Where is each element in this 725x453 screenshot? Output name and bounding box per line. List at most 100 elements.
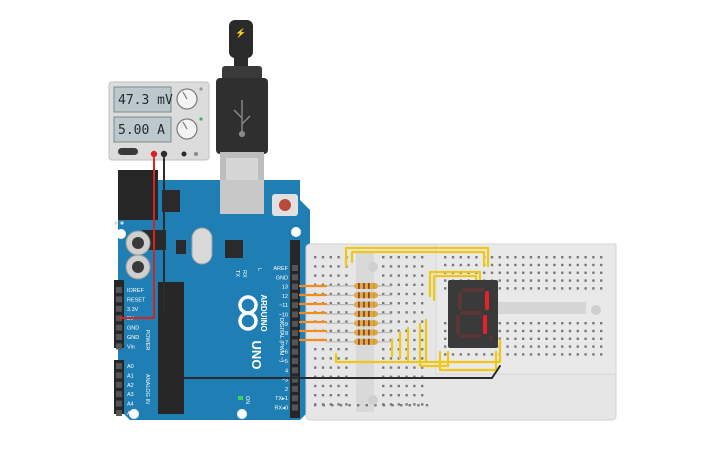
digital-pin-label: ~3 — [282, 378, 288, 384]
digital-pin-label: GND — [276, 275, 288, 281]
power-pin-label: 3.3V — [127, 307, 139, 313]
header-pin[interactable] — [292, 358, 298, 364]
segment-f — [458, 291, 462, 310]
header-pin[interactable] — [116, 305, 122, 312]
header-pin[interactable] — [116, 363, 122, 369]
header-pin[interactable] — [116, 381, 122, 388]
header-pin[interactable] — [292, 339, 298, 346]
yellow-wires[interactable] — [334, 246, 502, 372]
header-pin[interactable] — [292, 320, 298, 327]
header-pin[interactable] — [116, 343, 122, 350]
digital-pin-label: AREF — [273, 266, 288, 272]
header-pin[interactable] — [292, 283, 298, 290]
power-pin-label: GND — [127, 326, 139, 332]
resistor[interactable] — [354, 310, 378, 317]
resistor-array[interactable] — [326, 283, 392, 345]
resistor[interactable] — [354, 329, 378, 336]
header-pin[interactable] — [292, 376, 298, 383]
power-pin-labels: IOREF RESET 3.3V 5V GND GND Vin — [116, 287, 146, 350]
reset-button[interactable] — [279, 199, 291, 211]
header-pin[interactable] — [116, 296, 122, 303]
seven-segment-digit — [456, 288, 493, 340]
segment-g — [460, 311, 482, 315]
model-label: UNO — [249, 341, 264, 370]
segment-c — [483, 315, 487, 334]
header-pin[interactable] — [116, 334, 122, 340]
resistor[interactable] — [354, 320, 378, 327]
header-pin[interactable] — [292, 367, 298, 374]
header-pin[interactable] — [292, 292, 298, 299]
resistor[interactable] — [354, 292, 378, 299]
header-pin[interactable] — [292, 395, 298, 402]
arduino-uno-board[interactable]: ARDUINO UNO DIGITAL (PWM ~) ANALOG IN PO… — [114, 170, 310, 420]
header-pin[interactable] — [116, 372, 122, 379]
tx-label: TX — [234, 270, 240, 277]
power-pin-label: RESET — [127, 297, 146, 303]
analog-pin-label: A0 — [127, 364, 134, 370]
header-pin[interactable] — [116, 315, 122, 322]
digital-pin-label: TX▸1 — [275, 396, 288, 402]
header-pin[interactable] — [292, 348, 298, 355]
digital-pin-label: RX◂0 — [275, 406, 288, 412]
header-pin[interactable] — [116, 287, 122, 293]
digital-pin-label: ~6 — [282, 350, 288, 356]
power-header — [114, 280, 124, 348]
analog-pin-label: A4 — [127, 402, 134, 408]
ground-wire-board[interactable] — [183, 365, 501, 379]
digital-pin-label: ~11 — [279, 303, 288, 309]
digital-header — [290, 240, 300, 418]
header-pin[interactable] — [116, 324, 122, 331]
digital-pin-label: 12 — [282, 294, 288, 300]
analog-pin-label: A1 — [127, 373, 134, 379]
usb-cable[interactable]: ⚡ — [216, 20, 268, 204]
wires[interactable] — [119, 157, 502, 379]
arduino-logo-icon — [238, 295, 258, 331]
power-supply[interactable]: 47.3 mV 5.00 A — [108, 81, 210, 161]
digital-pin-label: 8 — [285, 331, 288, 337]
header-pin[interactable] — [292, 265, 298, 271]
analog-pin-label: A3 — [127, 392, 134, 398]
power-switch[interactable] — [118, 148, 138, 155]
header-pin[interactable] — [292, 385, 298, 392]
header-pin[interactable] — [292, 274, 298, 281]
seven-segment-display[interactable]: 1 — [0, 0, 498, 348]
usb-bolt-icon: ⚡ — [235, 27, 246, 39]
negative-terminal[interactable] — [160, 150, 168, 158]
resistor[interactable] — [354, 301, 378, 308]
header-pin[interactable] — [292, 302, 298, 309]
current-display: 5.00 A — [118, 123, 165, 138]
power-pin-label: 5V — [127, 316, 134, 322]
digital-pin-label: ~10 — [279, 313, 288, 319]
orange-wires[interactable] — [298, 284, 328, 342]
power-wire-red[interactable] — [119, 157, 155, 319]
brand-label: ARDUINO — [259, 294, 268, 331]
header-pin[interactable] — [116, 391, 122, 398]
header-pin[interactable] — [292, 404, 298, 411]
power-pin-label: IOREF — [127, 288, 144, 294]
l-led-label: L — [256, 268, 262, 271]
on-label: ON — [244, 396, 250, 404]
dc-power-jack — [118, 170, 158, 220]
header-pin[interactable] — [292, 311, 298, 318]
segment-e — [456, 315, 460, 334]
atmega-chip — [158, 282, 184, 414]
usb-port — [220, 180, 264, 214]
resistor[interactable] — [354, 338, 378, 345]
segment-b — [485, 291, 489, 310]
header-pin[interactable] — [116, 400, 122, 407]
power-pin-label: GND — [127, 335, 139, 341]
usb-symbol-icon — [233, 100, 251, 138]
power-pin-label: Vin — [127, 344, 135, 350]
analog-label: ANALOG IN — [144, 374, 150, 404]
digital-pin-label: 7 — [285, 340, 288, 346]
header-pin[interactable] — [292, 330, 298, 337]
analog-pin-label: A2 — [127, 383, 134, 389]
resistor[interactable] — [354, 283, 378, 289]
header-pin[interactable] — [116, 410, 122, 416]
rx-label: RX — [241, 270, 247, 278]
digital-pin-label: 4 — [285, 368, 288, 374]
positive-terminal[interactable] — [150, 150, 158, 158]
segment-dp — [489, 336, 493, 340]
